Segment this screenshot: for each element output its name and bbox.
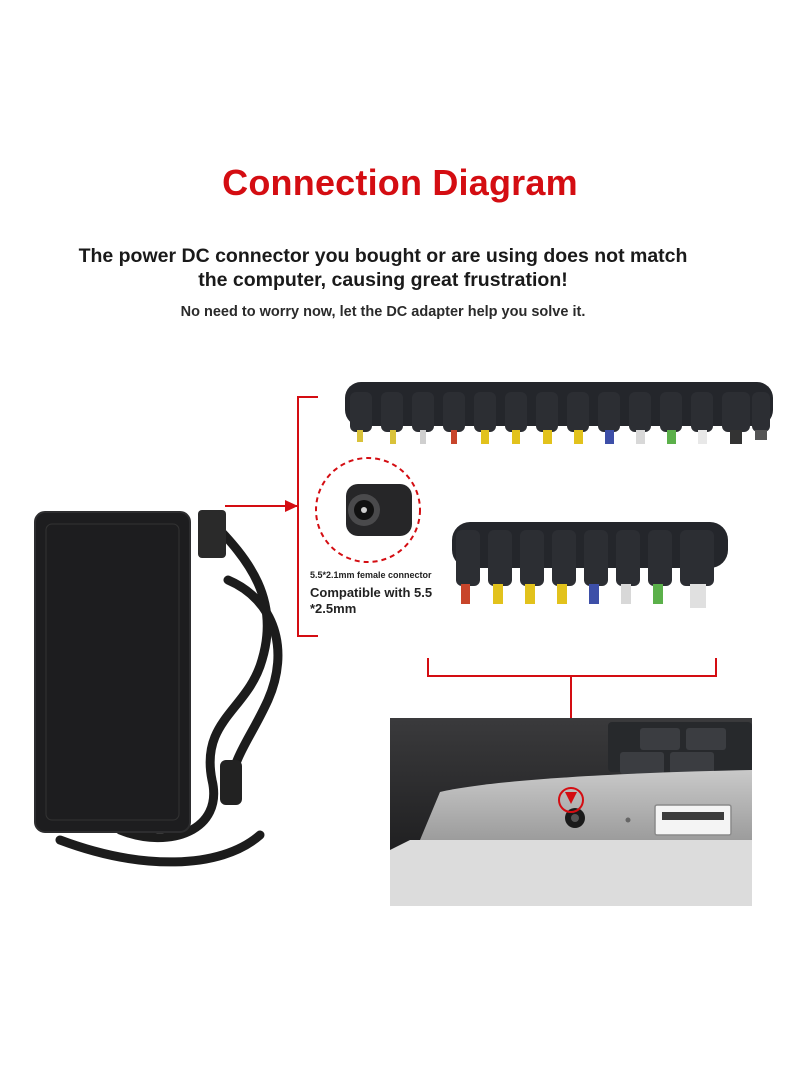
power-adapter-image [34, 510, 283, 867]
connector-tips-second-row [452, 522, 728, 608]
page-title: Connection Diagram [222, 162, 578, 203]
subline: No need to worry now, let the DC adapter… [180, 304, 586, 320]
laptop-port-image [390, 718, 752, 906]
compatibility-label: Compatible with 5.5 *2.5mm [310, 585, 470, 617]
compatibility-line-2: *2.5mm [310, 601, 357, 616]
headline: The power DC connector you bought or are… [0, 244, 766, 292]
connector-tips-top-row [345, 382, 773, 444]
female-connector-zoom [315, 457, 421, 563]
connector-bracket [225, 396, 318, 637]
female-connector-label: 5.5*2.1mm female connector [310, 570, 432, 580]
headline-line-1: The power DC connector you bought or are… [78, 245, 688, 267]
headline-line-2: the computer, causing great frustration! [198, 269, 568, 291]
compatibility-line-1: Compatible with 5.5 [310, 585, 433, 600]
